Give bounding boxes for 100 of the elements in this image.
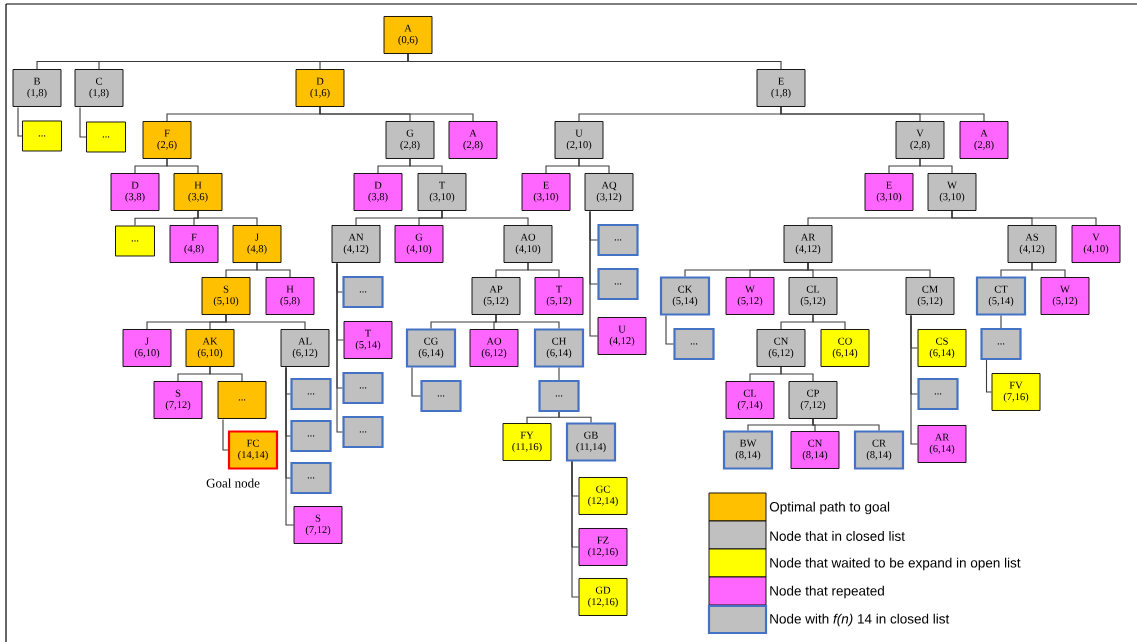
tree-node-box: E (3,10) <box>521 173 571 211</box>
tree-node-box: ... <box>673 327 715 361</box>
tree-node-box: ... <box>115 225 155 257</box>
tree-node-box: V (4,10) <box>1071 225 1121 263</box>
tree-node-box: W (3,10) <box>927 173 977 211</box>
tree-node-box: ... <box>290 377 332 411</box>
tree-node-box: AQ (3,12) <box>584 173 634 211</box>
legend-text: Node that in closed list <box>770 531 905 541</box>
tree-node-box: F (2,6) <box>142 121 192 159</box>
tree-node-box: D (3,8) <box>353 173 403 211</box>
tree-connector <box>910 314 919 445</box>
tree-node-box: ... <box>22 120 62 152</box>
tree-node-box: ... <box>980 327 1022 361</box>
tree-node-box: W (5,12) <box>1040 277 1090 315</box>
tree-node-box: BW (8,14) <box>722 430 774 470</box>
tree-connector <box>166 158 199 174</box>
tree-node-box: A (0,6) <box>383 16 433 54</box>
tree-node-box: A (2,8) <box>448 121 498 159</box>
legend-text: Node with f(n) 14 in closed list <box>770 613 950 627</box>
tree-node-box: ... <box>342 371 384 405</box>
tree-node-box: G (4,10) <box>394 225 444 263</box>
tree-node-box: ... <box>597 267 639 301</box>
tree-node-box: D (3,8) <box>110 173 160 211</box>
tree-connector <box>209 366 243 382</box>
tree-node-box: CR (8,14) <box>853 430 905 470</box>
tree-node-box: T (3,10) <box>417 173 467 211</box>
tree-connector <box>919 158 953 174</box>
tree-node-box: V (2,8) <box>895 121 945 159</box>
tree-connector <box>495 314 560 329</box>
tree-connector <box>407 53 782 70</box>
tree-node-box: S (7,12) <box>153 381 203 419</box>
tree-node-box: H (3,6) <box>173 173 223 211</box>
tree-node-box: ... <box>597 223 639 257</box>
tree-node-box: ... <box>290 461 332 495</box>
tree-connector <box>985 359 993 393</box>
tree-node-box: D (1,6) <box>295 69 345 107</box>
tree-connector <box>222 418 229 451</box>
tree-node-box: AN (4,12) <box>331 225 381 263</box>
tree-connector <box>441 210 529 226</box>
legend-text: Node that waited to be expand in open list <box>770 557 1021 571</box>
tree-connector <box>79 106 87 138</box>
node-caption: Goal node <box>206 478 260 488</box>
tree-node-box: ... <box>217 381 267 419</box>
tree-connector <box>812 314 846 330</box>
tree-connector <box>256 262 291 278</box>
tree-node-box: CP (7,12) <box>788 381 838 419</box>
tree-node-box: CG (6,14) <box>405 328 457 368</box>
tree-connector <box>558 411 592 423</box>
tree-node-box: GB (11,14) <box>565 422 617 462</box>
tree-connector <box>665 314 674 345</box>
tree-connector <box>336 262 343 433</box>
tree-node-box: FY (11,16) <box>502 423 552 461</box>
tree-node-box: S (5,10) <box>201 277 251 315</box>
tree-connector <box>558 367 560 381</box>
tree-node-box: E (1,8) <box>756 69 806 107</box>
tree-connector <box>411 366 421 397</box>
tree-node-box: ... <box>290 419 332 453</box>
tree-node-box: J (4,8) <box>232 225 282 263</box>
tree-node-box: AO (4,10) <box>503 225 553 263</box>
tree-node-box: AR (4,12) <box>783 225 833 263</box>
tree-node-box: AL (6,12) <box>280 329 330 367</box>
tree-node-box: CL (7,14) <box>725 381 775 419</box>
tree-node-box: GC (12,14) <box>578 477 628 515</box>
tree-node-box: AK (6,10) <box>185 329 235 367</box>
tree-connector <box>807 262 931 278</box>
tree-node-box: U (4,12) <box>597 317 647 355</box>
tree-node-box: CL (5,12) <box>788 277 838 315</box>
tree-node-box: ... <box>917 377 959 411</box>
tree-node-box: FZ (12,16) <box>578 528 628 566</box>
legend-text: Node that repeated <box>770 585 884 599</box>
tree-node-box: G (2,8) <box>385 121 435 159</box>
tree-connector <box>1031 262 1066 278</box>
tree-node-box: CO (6,14) <box>820 329 870 367</box>
tree-connector <box>571 460 580 598</box>
tree-connector <box>780 366 814 382</box>
tree-node-box: AR (6,14) <box>917 425 967 463</box>
tree-node-box: T (5,12) <box>534 277 584 315</box>
tree-connector <box>285 366 295 526</box>
tree-node-box: E (3,10) <box>864 173 914 211</box>
tree-connector <box>589 210 599 337</box>
tree-connector <box>527 262 560 278</box>
tree-node-box: CT (5,14) <box>975 276 1027 316</box>
tree-node-box: CH (6,14) <box>533 328 585 368</box>
tree-connector <box>225 314 306 330</box>
tree-node-box: F (4,8) <box>169 225 219 263</box>
tree-node-box: AO (6,12) <box>469 329 519 367</box>
tree-node-box: B (1,8) <box>12 69 62 107</box>
tree-connector <box>1000 315 1002 329</box>
tree-connector <box>951 210 1097 226</box>
tree-node-box: W (5,12) <box>725 277 775 315</box>
tree-connector <box>780 106 985 122</box>
tree-node-box: S (7,12) <box>293 506 343 544</box>
tree-node-box: ... <box>538 379 580 413</box>
tree-node-box: FV (7,16) <box>991 373 1041 411</box>
tree-node-box: GD (12,16) <box>578 578 628 616</box>
tree-connector <box>197 210 258 226</box>
tree-connector <box>17 106 23 137</box>
goal-node-box: FC (14,14) <box>227 430 279 470</box>
tree-node-box: CM (5,12) <box>905 277 955 315</box>
tree-node-box: AP (5,12) <box>471 277 521 315</box>
